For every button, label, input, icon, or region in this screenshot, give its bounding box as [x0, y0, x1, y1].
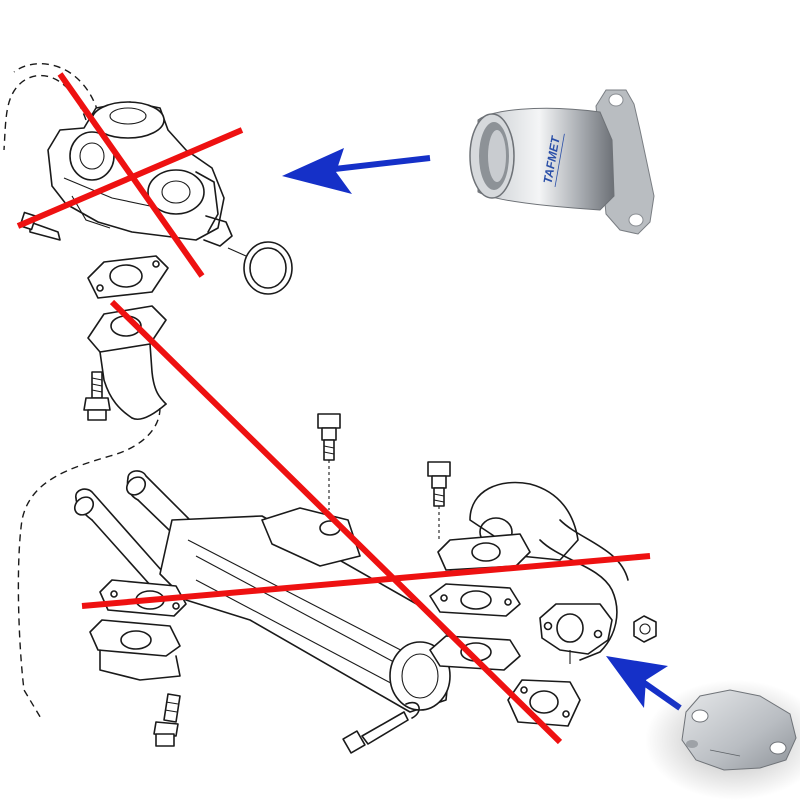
nut-icon: [633, 615, 657, 643]
egr-pipe-outlet-flange: [539, 603, 613, 664]
pipe-tube: [477, 107, 615, 211]
arrow-to-egr-valve: [282, 148, 431, 194]
bolt-icon: [153, 693, 181, 747]
o-ring: [227, 241, 293, 295]
strike-line: [109, 299, 563, 745]
bolt-icon: [427, 461, 451, 540]
bolt-icon: [83, 371, 111, 421]
arrow-shaft: [325, 155, 431, 173]
cooler-flange-right: [429, 635, 521, 671]
egr-elbow-pipe: [437, 481, 629, 661]
cooler-flange-left: [89, 619, 181, 681]
egr-pipe-section: [17, 305, 167, 721]
strike-through-egr-cooler: [81, 299, 651, 745]
strike-line: [16, 127, 244, 229]
egr-cooler-drawing: [73, 413, 657, 754]
valve-gasket: [87, 255, 169, 299]
strike-line: [81, 553, 651, 609]
strike-through-egr-valve: [16, 72, 244, 278]
cooler-gasket-right: [429, 583, 521, 617]
vacuum-hose: [3, 74, 87, 151]
arrow-head: [606, 656, 668, 708]
egr-valve-drawing: [3, 63, 293, 299]
replacement-pipe-photo: TAFMET: [469, 89, 655, 235]
tafmet-logo: TAFMET: [541, 134, 565, 188]
bolt-icon: [342, 701, 420, 754]
arrow-head: [282, 148, 352, 194]
bolt-icon: [317, 413, 341, 510]
blanking-plate-photo: [645, 680, 800, 800]
cooler-gasket-lower: [507, 679, 581, 727]
